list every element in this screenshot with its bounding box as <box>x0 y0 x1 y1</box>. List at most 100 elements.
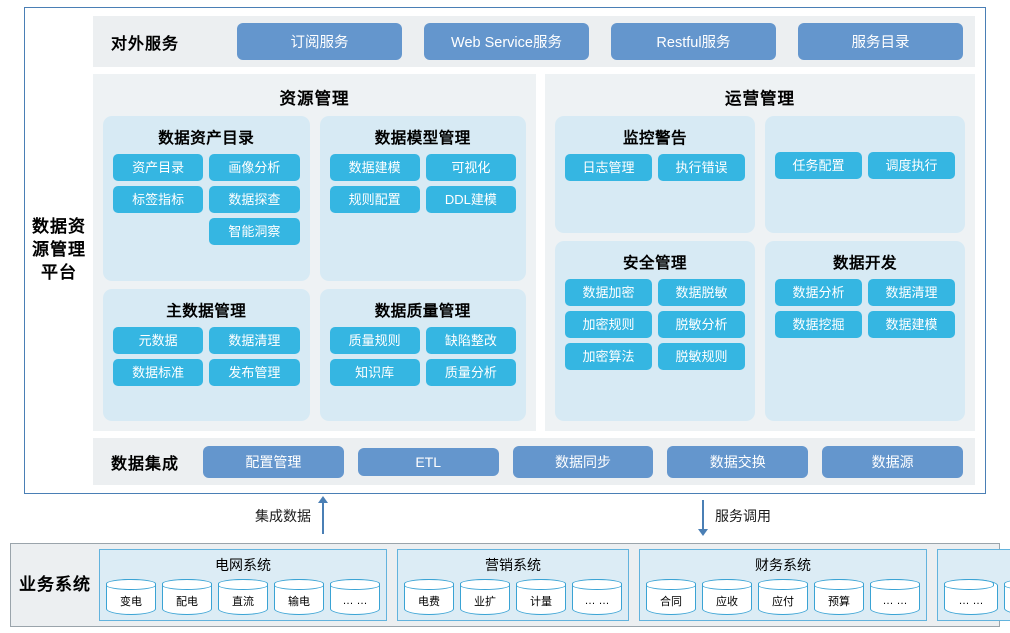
integration-button[interactable]: 数据源 <box>822 445 963 478</box>
business-group-power-grid: 电网系统 变电 配电 直流 输电 … … <box>99 549 387 621</box>
card-chip-list: 质量规则 缺陷整改 知识库 质量分析 <box>329 326 516 386</box>
chip-item[interactable]: 可视化 <box>425 154 516 181</box>
card-title: 数据资产目录 <box>158 130 255 147</box>
card-chip-list: 数据分析 数据清理 数据挖掘 数据建模 <box>775 278 955 338</box>
database-label: … … <box>584 594 610 607</box>
database-icon[interactable]: … … <box>571 578 622 615</box>
business-group-title: 财务系统 <box>755 557 811 573</box>
chip-item[interactable]: 元数据 <box>113 326 204 354</box>
chip-item[interactable]: 发布管理 <box>209 358 300 386</box>
panel-card-grid: 监控警告 日志管理 执行错误 任务配置 调度执行 <box>555 116 965 421</box>
chip-item[interactable]: 数据建模 <box>868 310 955 338</box>
external-services-label: 对外服务 <box>111 35 180 53</box>
database-icon[interactable]: … … <box>1003 578 1010 615</box>
database-label: 计量 <box>530 595 552 608</box>
business-group-other: 其他 … … … … … … <box>937 549 1010 621</box>
chip-item[interactable]: 数据清理 <box>868 278 955 306</box>
chip-item[interactable]: 数据脱敏 <box>658 278 745 306</box>
external-service-button[interactable]: 订阅服务 <box>237 23 402 60</box>
database-label: 应收 <box>716 595 738 608</box>
database-icon[interactable]: 应付 <box>757 578 808 615</box>
chip-item[interactable]: 标签指标 <box>113 186 204 213</box>
database-icon[interactable]: … … <box>869 578 920 615</box>
chip-item[interactable]: 任务配置 <box>775 152 862 179</box>
panel-title: 资源管理 <box>279 90 350 108</box>
database-list: 电费 业扩 计量 … … <box>403 578 622 615</box>
connector-label: 服务调用 <box>715 508 771 524</box>
business-group-title: 电网系统 <box>215 557 271 573</box>
data-integration-buttons: 配置管理 ETL 数据同步 数据交换 数据源 <box>203 445 963 478</box>
platform-body: 对外服务 订阅服务 Web Service服务 Restful服务 服务目录 资… <box>93 8 985 493</box>
card-data-quality-management: 数据质量管理 质量规则 缺陷整改 知识库 质量分析 <box>319 288 526 421</box>
data-resource-platform-frame: 数据资源管理平台 对外服务 订阅服务 Web Service服务 Restful… <box>24 7 986 494</box>
database-icon[interactable]: 计量 <box>515 578 566 615</box>
chip-item[interactable]: 质量规则 <box>329 326 420 354</box>
database-icon[interactable]: 输电 <box>273 578 324 615</box>
chip-item[interactable]: 数据探查 <box>209 186 300 213</box>
panel-resource-management: 资源管理 数据资产目录 资产目录 画像分析 标签指标 数据探查 智能洞察 <box>93 74 536 431</box>
chip-item[interactable]: 脱敏规则 <box>658 342 745 370</box>
card-chip-list: 数据建模 可视化 规则配置 DDL建模 <box>329 154 516 213</box>
chip-item[interactable]: 数据加密 <box>565 278 652 306</box>
panel-card-grid: 数据资产目录 资产目录 画像分析 标签指标 数据探查 智能洞察 数据模型管理 <box>103 116 526 421</box>
chip-item[interactable]: 缺陷整改 <box>425 326 516 354</box>
chip-item[interactable]: 资产目录 <box>113 154 204 181</box>
card-chip-list: 元数据 数据清理 数据标准 发布管理 <box>113 326 300 386</box>
database-icon[interactable]: 合同 <box>645 578 696 615</box>
chip-item[interactable]: 规则配置 <box>329 186 420 213</box>
database-label: 电费 <box>418 595 440 608</box>
business-group-finance: 财务系统 合同 应收 应付 预算 … … <box>639 549 927 621</box>
chip-item[interactable]: 数据建模 <box>329 154 420 181</box>
chip-item[interactable]: 加密算法 <box>565 342 652 370</box>
card-data-development: 数据开发 数据分析 数据清理 数据挖掘 数据建模 <box>765 240 965 421</box>
card-monitoring-alerts: 监控警告 日志管理 执行错误 <box>555 116 755 233</box>
database-icon[interactable]: 应收 <box>701 578 752 615</box>
arrow-down-icon <box>697 496 709 536</box>
card-title: 主数据管理 <box>166 302 247 320</box>
database-icon[interactable]: 预算 <box>813 578 864 615</box>
card-title: 数据开发 <box>832 254 897 272</box>
database-icon[interactable]: 直流 <box>217 578 268 615</box>
chip-item[interactable]: 知识库 <box>329 358 420 386</box>
integration-button[interactable]: ETL <box>357 447 499 476</box>
chip-item[interactable]: 调度执行 <box>868 152 955 179</box>
panel-title: 运营管理 <box>725 90 795 108</box>
chip-item[interactable]: 质量分析 <box>425 358 516 386</box>
card-security-management: 安全管理 数据加密 数据脱敏 加密规则 脱敏分析 加密算法 脱敏规则 <box>555 240 755 421</box>
integration-button[interactable]: 数据同步 <box>512 445 654 478</box>
database-icon[interactable]: 配电 <box>161 578 212 615</box>
card-master-data-management: 主数据管理 元数据 数据清理 数据标准 发布管理 <box>103 288 310 421</box>
chip-item[interactable]: 数据分析 <box>775 278 862 306</box>
external-service-button[interactable]: Web Service服务 <box>424 23 589 60</box>
integration-button[interactable]: 配置管理 <box>203 445 344 478</box>
platform-title-text: 数据资源管理平台 <box>32 217 86 282</box>
database-label: 预算 <box>828 595 850 608</box>
chip-item[interactable]: 数据挖掘 <box>775 310 862 338</box>
chip-item[interactable]: 数据标准 <box>113 358 204 386</box>
external-service-button[interactable]: 服务目录 <box>798 23 963 60</box>
chip-item[interactable]: 执行错误 <box>658 154 745 181</box>
database-icon[interactable]: 电费 <box>403 578 454 615</box>
arrow-up-icon <box>317 496 329 536</box>
database-icon[interactable]: … … <box>943 578 998 615</box>
chip-item[interactable]: 智能洞察 <box>209 218 300 245</box>
card-chip-list: 任务配置 调度执行 <box>775 152 955 179</box>
management-panels: 资源管理 数据资产目录 资产目录 画像分析 标签指标 数据探查 智能洞察 <box>93 74 975 431</box>
chip-item[interactable]: 数据清理 <box>209 326 300 354</box>
chip-item[interactable]: DDL建模 <box>425 186 516 213</box>
database-icon[interactable]: 业扩 <box>459 578 510 615</box>
chip-item[interactable]: 日志管理 <box>565 154 652 181</box>
integration-button[interactable]: 数据交换 <box>667 445 809 478</box>
database-list: 变电 配电 直流 输电 … … <box>105 578 380 615</box>
external-service-button[interactable]: Restful服务 <box>611 23 776 60</box>
connector-label: 集成数据 <box>255 508 311 524</box>
database-label: 业扩 <box>474 595 496 608</box>
chip-item[interactable]: 脱敏分析 <box>658 310 745 338</box>
database-icon[interactable]: … … <box>329 578 380 615</box>
database-label: 输电 <box>288 595 310 608</box>
chip-item[interactable]: 画像分析 <box>209 154 300 181</box>
database-icon[interactable]: 变电 <box>105 578 156 615</box>
chip-item[interactable]: 加密规则 <box>565 310 652 338</box>
data-integration-label: 数据集成 <box>111 455 180 473</box>
business-systems-title: 业务系统 <box>19 574 91 594</box>
